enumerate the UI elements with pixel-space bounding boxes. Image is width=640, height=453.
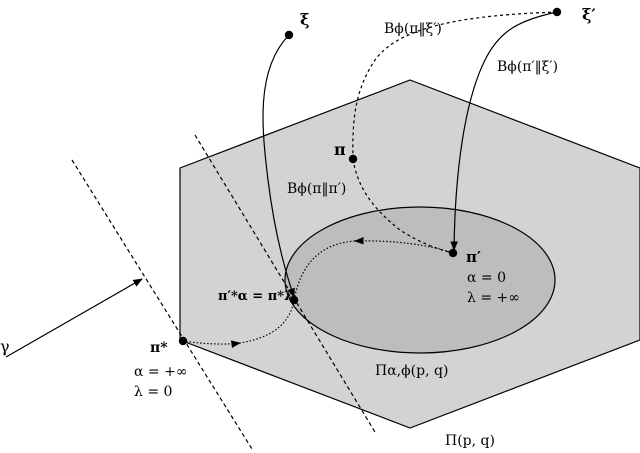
label-pi-prime: π′ bbox=[466, 248, 481, 266]
arrow-xi-prime-to-pi-prime bbox=[450, 11, 558, 251]
dashed-line-left bbox=[71, 159, 253, 450]
label-lambda-zero: λ = 0 bbox=[134, 384, 172, 400]
label-set-pi-alpha-phi: Πα,ϕ(p, q) bbox=[375, 363, 448, 379]
arrow-xi-to-pi-prime-alpha-star bbox=[262, 34, 295, 298]
label-xi-prime: ξ′ bbox=[582, 5, 596, 24]
dotted-curve-ellipse-to-pi-prime-alpha-star bbox=[293, 240, 356, 301]
label-pi-prime-alpha-star: π′*α = π*λ bbox=[218, 289, 293, 304]
point-pi-prime-alpha-star bbox=[289, 295, 299, 305]
label-xi: ξ bbox=[300, 10, 309, 29]
gamma-arrow bbox=[5, 278, 143, 358]
label-set-pi: Π(p, q) bbox=[445, 433, 495, 449]
label-divergence-pi-prime-xi-prime: Bϕ(π′‖ξ′) bbox=[497, 59, 558, 75]
dashed-line-middle bbox=[194, 134, 376, 433]
label-lambda-infinity: λ = +∞ bbox=[467, 290, 520, 306]
dotted-arrow-to-pi-star bbox=[182, 340, 241, 348]
point-pi-prime bbox=[448, 248, 458, 258]
label-alpha-zero: α = 0 bbox=[467, 270, 506, 286]
point-xi-prime bbox=[552, 7, 562, 17]
label-alpha-infinity: α = +∞ bbox=[134, 364, 187, 380]
label-pi-star: π* bbox=[150, 340, 168, 356]
label-divergence-pi-pi-prime: Bϕ(π‖π′) bbox=[287, 181, 346, 197]
label-gamma: γ bbox=[0, 337, 10, 356]
point-xi bbox=[284, 30, 294, 40]
point-pi-star bbox=[178, 336, 188, 346]
constrained-set-ellipse bbox=[284, 206, 556, 354]
dotted-arrow-pi-prime-to-ellipse bbox=[354, 236, 454, 254]
label-divergence-pi-xi-prime: Bϕ(π‖ξ′) bbox=[384, 21, 442, 37]
label-pi: π bbox=[334, 140, 346, 159]
point-pi bbox=[348, 154, 358, 164]
